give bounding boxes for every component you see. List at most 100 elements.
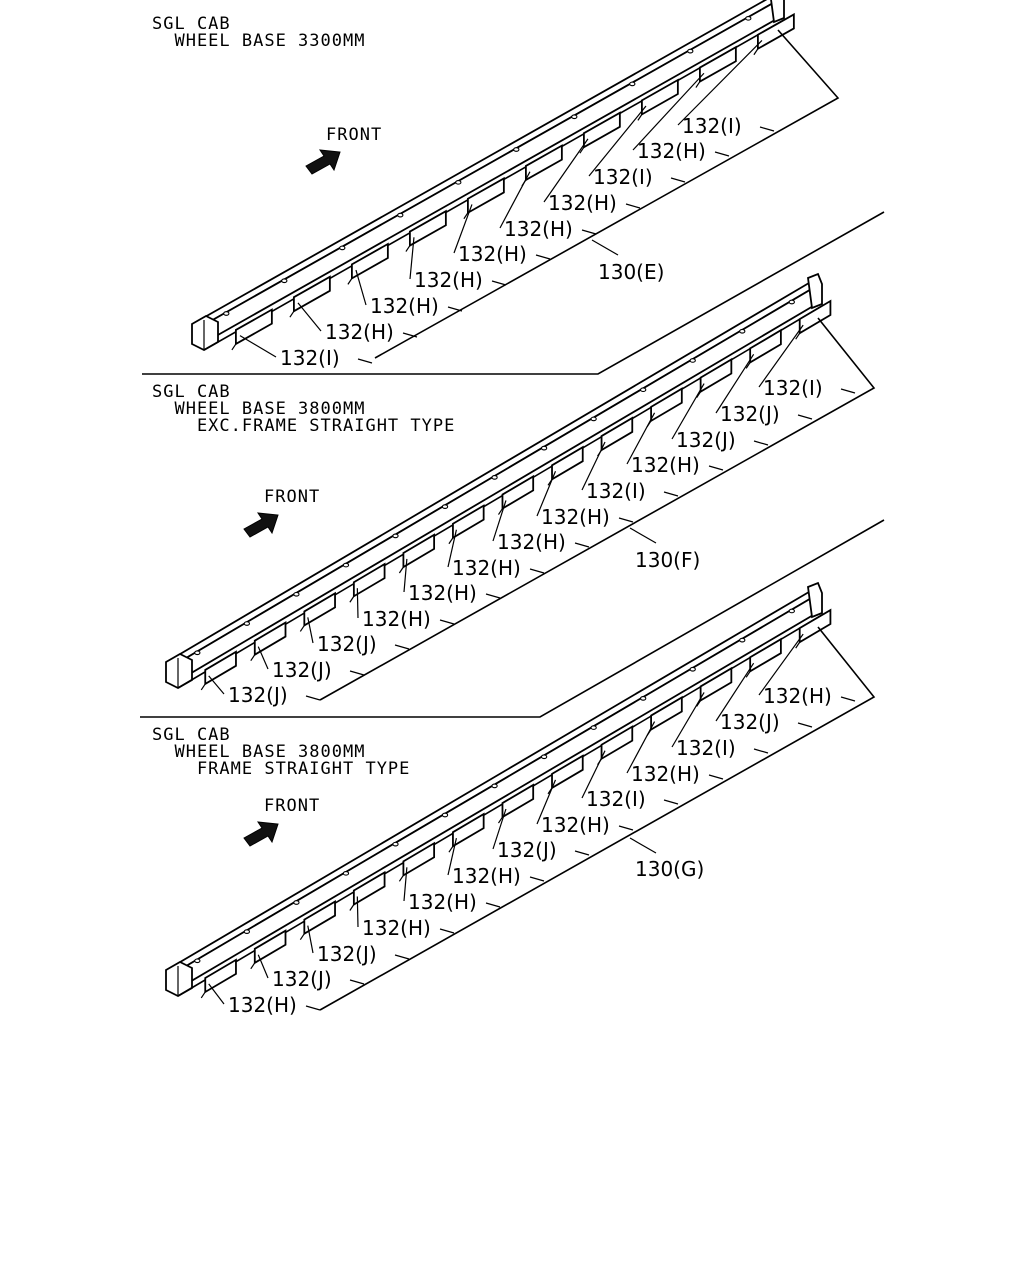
part-callout: 132(H)	[228, 993, 297, 1017]
callout-leader	[208, 983, 225, 1005]
bracket-tab	[745, 362, 751, 369]
callout-leader	[671, 383, 705, 440]
callout-leader	[626, 721, 656, 774]
part-callout: 132(H)	[763, 684, 832, 708]
rail-hole	[640, 696, 647, 701]
assembly-leader	[591, 239, 619, 256]
callout-tick	[535, 254, 551, 260]
bracket-132	[204, 650, 237, 686]
callout-tick	[670, 177, 686, 183]
rail-top-flange	[168, 278, 822, 666]
callout-leader	[239, 335, 277, 358]
bracket-tab	[347, 278, 353, 285]
bracket-132	[501, 783, 535, 819]
rail-hole	[540, 445, 548, 451]
bracket-tab	[200, 683, 206, 691]
rail-rear-end	[770, 0, 785, 24]
rail-hole	[689, 666, 696, 672]
note-line: SGL CAB	[152, 382, 231, 402]
callout-leader	[715, 354, 755, 414]
callout-leader	[307, 617, 314, 644]
callout-leader	[453, 204, 473, 254]
bracket-132	[551, 754, 584, 790]
callout-tick	[305, 1005, 321, 1011]
front-arrow-icon	[243, 821, 279, 847]
bracket-132	[583, 111, 621, 149]
callout-leader	[447, 529, 457, 568]
part-callout: 132(I)	[586, 479, 646, 503]
part-callout: 132(J)	[272, 967, 332, 991]
bracket-tab	[753, 48, 759, 56]
callout-leader	[447, 838, 457, 876]
callout-leader	[543, 138, 589, 203]
callout-tick	[663, 799, 679, 805]
bracket-132	[408, 209, 447, 248]
rail-hole	[491, 475, 498, 480]
callout-tick	[485, 902, 501, 908]
bracket-tab	[349, 904, 355, 911]
rail-hole	[392, 533, 399, 539]
bracket-132	[352, 870, 386, 907]
bracket-132	[749, 328, 782, 364]
bracket-132	[303, 900, 336, 936]
callout-tick	[714, 151, 730, 157]
callout-leader	[492, 808, 507, 850]
bracket-132	[303, 591, 336, 628]
rail-hole	[491, 783, 498, 789]
rail-hole	[540, 754, 548, 760]
rail-hole	[455, 179, 462, 185]
callout-leader	[632, 72, 705, 151]
part-callout: 132(J)	[720, 710, 780, 734]
rail-hole	[571, 114, 578, 120]
callout-tick	[840, 388, 856, 394]
bracket-132	[525, 144, 563, 182]
bracket-132	[466, 176, 505, 215]
part-callout: 132(I)	[280, 346, 340, 370]
part-callout: 132(J)	[317, 632, 377, 656]
part-callout: 132(H)	[325, 320, 394, 344]
callout-leader	[257, 646, 269, 670]
part-callout: 132(H)	[408, 581, 477, 605]
bracket-132	[699, 357, 733, 394]
callout-leader	[626, 412, 656, 465]
callout-leader	[297, 302, 322, 332]
bracket-132	[253, 620, 287, 657]
bracket-tab	[497, 508, 503, 515]
bracket-132	[452, 504, 485, 540]
rail-hole	[590, 416, 597, 422]
part-callout: 132(H)	[631, 453, 700, 477]
part-callout: 132(H)	[637, 139, 706, 163]
front-arrow-icon	[243, 512, 279, 538]
rail-hole	[243, 929, 251, 934]
rail-hole	[788, 608, 795, 614]
part-callout: 132(H)	[362, 607, 431, 631]
rail-hole	[342, 562, 350, 568]
part-callout: 132(H)	[370, 294, 439, 318]
bracket-132	[641, 78, 679, 116]
rail-rear-end	[807, 272, 823, 310]
bracket-132	[551, 445, 584, 481]
bracket-tab	[745, 670, 751, 678]
rail-hole	[629, 81, 636, 87]
bracket-tab	[250, 962, 256, 970]
bracket-132	[452, 812, 485, 848]
section-wb3800-exc: 132(J)132(J)132(J)132(H)132(H)132(H)132(…	[140, 272, 885, 718]
bracket-132	[292, 275, 331, 313]
part-callout: 132(I)	[586, 787, 646, 811]
bracket-132	[749, 637, 782, 673]
rail-hole	[281, 278, 288, 284]
bracket-132	[352, 562, 386, 598]
front-label: FRONT	[264, 796, 321, 816]
callout-tick	[394, 954, 410, 960]
bracket-tab	[250, 654, 256, 662]
bracket-tab	[448, 845, 454, 853]
part-callout: 132(J)	[272, 658, 332, 682]
assembly-callout: 130(F)	[635, 548, 700, 572]
part-callout: 132(H)	[452, 864, 521, 888]
part-callout: 132(H)	[452, 556, 521, 580]
rail-hole	[441, 812, 449, 818]
bracket-132	[650, 387, 683, 423]
note-line: FRAME STRAIGHT TYPE	[152, 759, 411, 779]
bracket-132	[699, 666, 733, 703]
